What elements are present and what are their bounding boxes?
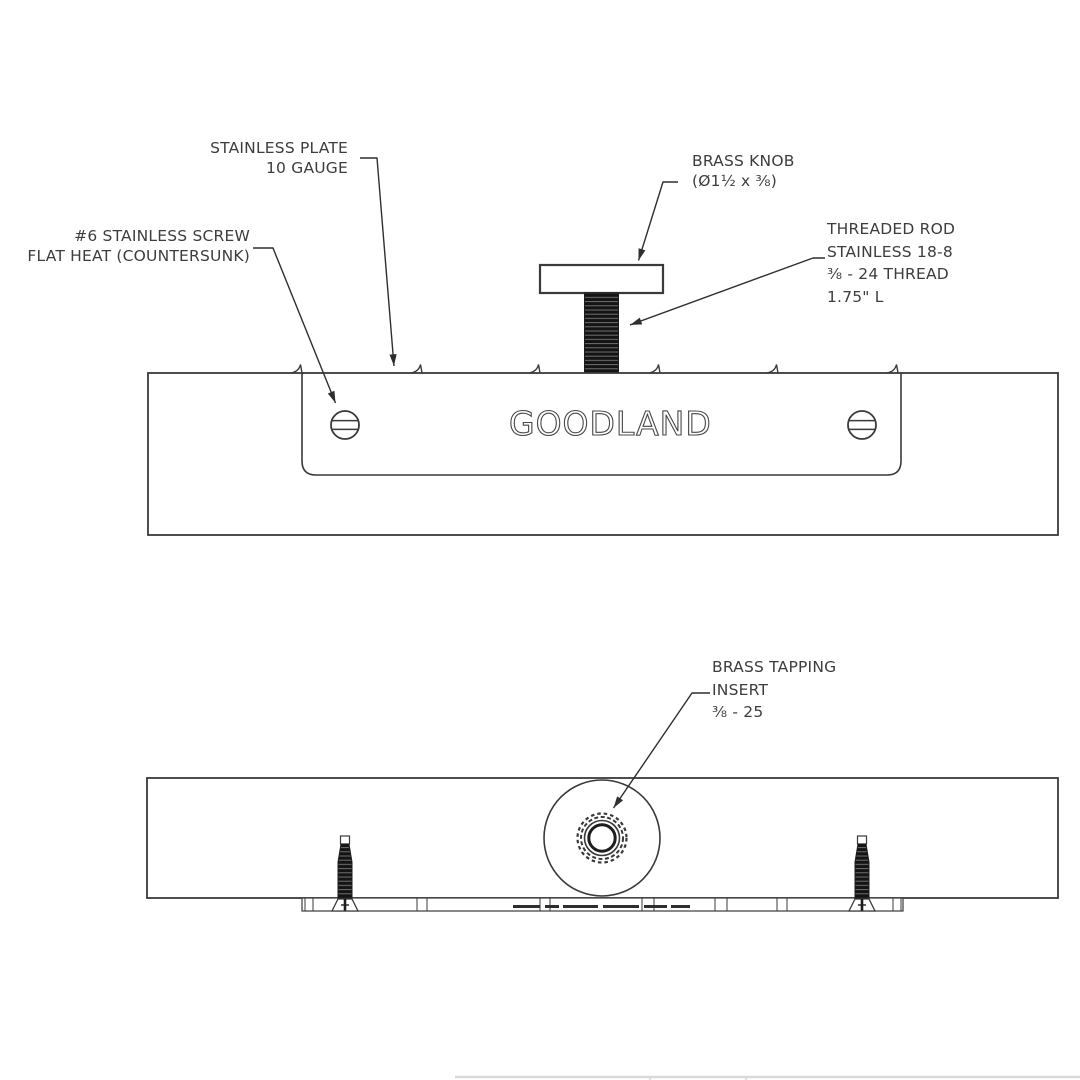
leader-brass-knob [637,181,678,261]
label-line: FLAT HEAT (COUNTERSUNK) [27,247,250,265]
label-line: BRASS TAPPING [712,658,837,676]
right-screw-bottom-view [847,835,877,912]
label-line: STAINLESS 18-8 [827,242,953,261]
label-stainless-screw: #6 STAINLESS SCREW FLAT HEAT (COUNTERSUN… [18,226,250,266]
leader-brass-insert [612,692,710,809]
left-screw-bottom-view [330,835,360,912]
label-line: ⅜ - 24 THREAD [827,265,949,283]
label-line: STAINLESS PLATE [210,139,348,157]
label-line: 1.75" L [827,287,884,306]
brass-knob-shape [538,263,665,295]
leader-stainless-plate [360,157,397,367]
label-line: 10 GAUGE [265,159,348,177]
label-line: INSERT [712,680,769,699]
left-screw-top-view [330,410,360,440]
top-edge-blips [290,364,899,374]
label-line: BRASS KNOB [692,152,795,170]
label-line: #6 STAINLESS SCREW [74,227,250,245]
label-brass-insert: BRASS TAPPING INSERT ⅜ - 25 [712,656,836,724]
label-line: ⅜ - 25 [712,703,764,721]
label-stainless-plate: STAINLESS PLATE 10 GAUGE [118,138,348,178]
bottom-view [146,692,1059,912]
right-screw-top-view [847,410,877,440]
brass-insert-shape [576,812,628,864]
top-view [147,157,1059,536]
leader-screw [253,247,337,404]
threaded-rod-shape [584,292,619,374]
label-line: THREADED ROD [827,220,956,238]
stainless-plate-outline [301,373,902,476]
leader-threaded-rod [629,257,825,326]
engraving-edge-marks [513,905,690,908]
label-line: (Ø1½ x ⅜) [692,172,778,190]
plate-edge-strip [301,897,904,912]
label-threaded-rod: THREADED ROD STAINLESS 18-8 ⅜ - 24 THREA… [827,218,955,308]
plate-engraving-text: GOODLAND [508,404,712,443]
leader-lines-top [253,157,825,404]
label-brass-knob: BRASS KNOB (Ø1½ x ⅜) [692,151,795,191]
base-body-outline [147,372,1059,536]
